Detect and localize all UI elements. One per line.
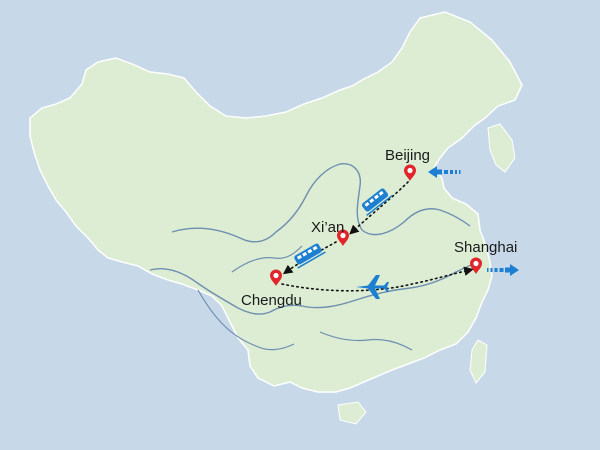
hainan-landmass	[337, 401, 367, 425]
airplane-icon	[356, 275, 389, 299]
route-beijing-xian	[349, 181, 409, 235]
beijing-pin-icon	[404, 164, 416, 181]
departure-arrow-icon	[487, 264, 519, 276]
yangtze-river	[149, 261, 481, 315]
river-tributary	[319, 331, 413, 351]
train-icon	[361, 188, 393, 216]
city-label-beijing: Beijing	[385, 147, 430, 164]
city-label-shanghai: Shanghai	[454, 239, 517, 256]
china-landmass	[29, 11, 523, 393]
korean-peninsula-landmass	[487, 123, 516, 173]
train-icon	[294, 243, 326, 269]
chengdu-pin-icon	[270, 269, 282, 286]
xian-pin-icon	[337, 229, 349, 246]
river-tributary	[231, 245, 303, 273]
river-tributary	[197, 289, 295, 351]
route-chengdu-shanghai	[281, 266, 474, 292]
shanghai-pin-icon	[470, 257, 482, 274]
city-label-xian: Xi’an	[311, 219, 344, 236]
arrival-arrow-icon	[428, 166, 461, 178]
taiwan-landmass	[469, 339, 488, 384]
city-label-chengdu: Chengdu	[241, 292, 302, 309]
yellow-river	[171, 163, 471, 243]
